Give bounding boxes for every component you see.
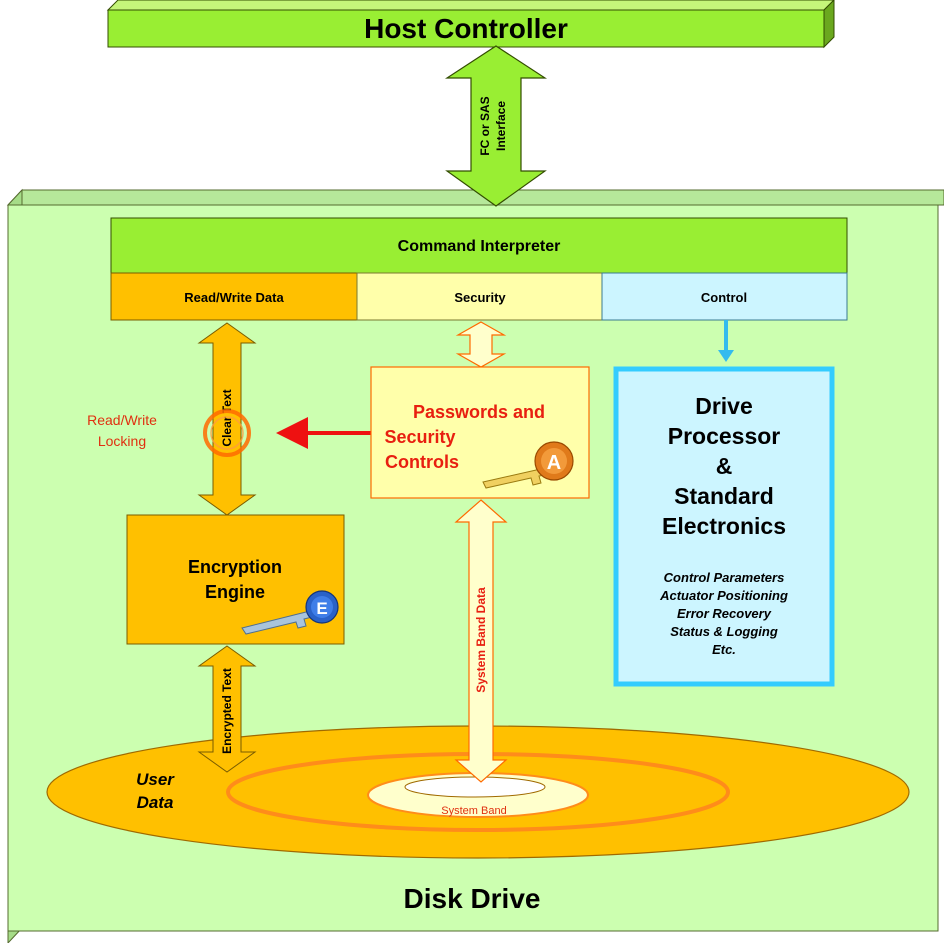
drive-processor-detail-2: Actuator Positioning bbox=[659, 588, 788, 603]
drive-processor-detail-4: Status & Logging bbox=[670, 624, 778, 639]
drive-processor-detail-1: Control Parameters bbox=[664, 570, 785, 585]
passwords-line2: Security bbox=[384, 427, 455, 447]
host-controller-title: Host Controller bbox=[364, 13, 568, 44]
passwords-line3: Controls bbox=[385, 452, 459, 472]
encryption-engine-line1: Encryption bbox=[188, 557, 282, 577]
encrypted-text-label: Encrypted Text bbox=[220, 668, 234, 754]
command-interpreter-box bbox=[110, 217, 848, 274]
drive-processor-line5: Electronics bbox=[662, 513, 786, 539]
drive-processor-line3: & bbox=[716, 453, 733, 479]
locking-label-line2: Locking bbox=[98, 433, 146, 449]
user-data-label-line1: User bbox=[136, 770, 175, 789]
tab-read-write-data bbox=[110, 272, 358, 321]
clear-text-label: Clear Text bbox=[220, 389, 234, 446]
key-e-icon bbox=[241, 590, 339, 635]
interface-label-line1: FC or SAS bbox=[478, 96, 492, 155]
drive-processor-line4: Standard bbox=[674, 483, 774, 509]
drive-processor-box bbox=[613, 366, 835, 687]
disk-drive-label: Disk Drive bbox=[404, 883, 541, 914]
control-arrow-head bbox=[718, 350, 734, 362]
passwords-line1: Passwords and bbox=[413, 402, 545, 422]
key-e-letter: E bbox=[316, 599, 327, 618]
host-controller-bar bbox=[106, 0, 835, 49]
interface-label-line2: Interface bbox=[494, 101, 508, 151]
key-a-letter: A bbox=[547, 452, 561, 474]
system-band-label: System Band bbox=[441, 805, 506, 817]
tab-read-write-data-label: Read/Write Data bbox=[184, 290, 284, 305]
disk-platter bbox=[46, 725, 910, 859]
system-band-data-arrow bbox=[454, 499, 508, 783]
interface-arrow bbox=[444, 45, 548, 207]
tab-control bbox=[601, 272, 848, 321]
locking-ring-icon bbox=[203, 409, 251, 457]
locking-label-line1: Read/Write bbox=[87, 412, 157, 428]
drive-processor-detail-5: Etc. bbox=[712, 642, 736, 657]
tab-security-label: Security bbox=[454, 290, 506, 305]
key-a-icon bbox=[482, 441, 574, 489]
encryption-engine-box bbox=[126, 514, 345, 645]
tab-control-label: Control bbox=[701, 290, 747, 305]
user-data-label-line2: Data bbox=[137, 793, 174, 812]
drive-processor-line2: Processor bbox=[668, 423, 781, 449]
encryption-engine-line2: Engine bbox=[205, 582, 265, 602]
system-band-data-label: System Band Data bbox=[474, 587, 488, 693]
drive-processor-detail-3: Error Recovery bbox=[677, 606, 772, 621]
drive-processor-line1: Drive bbox=[695, 393, 753, 419]
command-interpreter-title: Command Interpreter bbox=[398, 238, 561, 255]
encrypted-text-arrow bbox=[197, 645, 257, 773]
